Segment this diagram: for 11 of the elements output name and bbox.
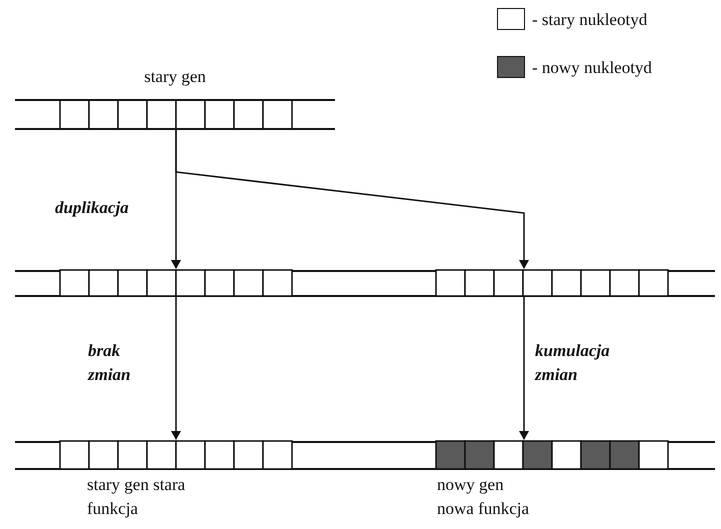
gene-label: stary gen stara funkcja (87, 474, 186, 520)
edge-label: duplikacja (55, 197, 130, 219)
gene-label: nowy gen nowa funkcja (437, 474, 530, 520)
edge-label: kumulacja zmian (535, 340, 611, 386)
legend-label: - nowy nukleotyd (532, 57, 652, 79)
arrow (171, 297, 181, 440)
arrow (175, 130, 529, 269)
gene-label: stary gen (143, 66, 207, 88)
edge-label: brak zmian (88, 340, 132, 386)
arrow (519, 297, 529, 440)
legend-label: - stary nukleotyd (532, 9, 648, 31)
